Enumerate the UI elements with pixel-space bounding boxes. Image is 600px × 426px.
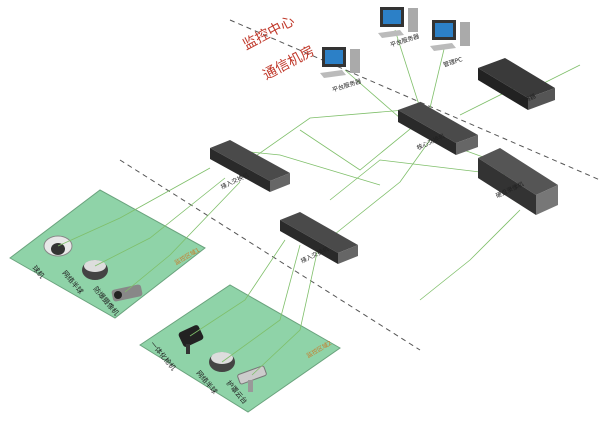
access-switch-1-icon (210, 140, 290, 192)
label-platform-server-left: 平台服务器 (331, 77, 362, 94)
platform-server-top-icon (378, 7, 418, 38)
bullet-camera-icon (178, 325, 204, 354)
manage-pc-icon (430, 20, 470, 51)
zone-1-floor (9, 189, 206, 319)
nvr-icon (478, 148, 558, 215)
explosion-proof-camera-icon (111, 284, 143, 302)
network-dome-camera-icon (82, 260, 108, 280)
decoder-icon (478, 58, 555, 110)
divider-top (229, 19, 600, 181)
zone-1: 监控区域1 球机 网络半球 防爆摄像机 (9, 189, 206, 319)
platform-server-left-icon (320, 47, 360, 78)
title-line-2: 通信机房 (260, 43, 317, 83)
title-line-1: 监控中心 (240, 13, 297, 53)
monitoring-center-title: 监控中心 通信机房 (240, 13, 317, 83)
label-manage-pc: 管理PC (442, 55, 463, 69)
access-switch-2-icon (280, 212, 358, 264)
core-switch-icon (398, 102, 478, 155)
